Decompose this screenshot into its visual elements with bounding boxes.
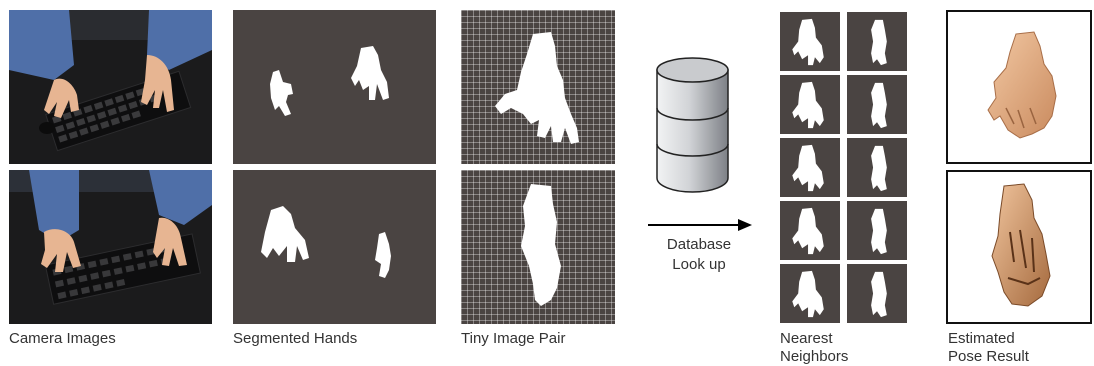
neighbor-thumbnail — [847, 264, 907, 323]
neighbor-thumbnail — [847, 201, 907, 260]
pose-result-bottom — [946, 170, 1092, 324]
segmented-hands-bottom — [233, 170, 436, 324]
right-arrow-icon — [648, 217, 752, 233]
caption-estimated-line1: Estimated — [948, 330, 1015, 347]
caption-estimated-line2: Pose Result — [948, 348, 1029, 365]
segmented-hands-top — [233, 10, 436, 164]
neighbor-thumbnail — [847, 75, 907, 134]
caption-camera-images: Camera Images — [9, 330, 116, 347]
neighbor-thumbnail — [847, 138, 907, 197]
neighbor-thumbnail — [780, 75, 840, 134]
neighbor-thumbnail — [780, 201, 840, 260]
arrow-label-line2: Look up — [672, 256, 726, 273]
tiny-image-bottom — [461, 170, 615, 324]
neighbor-thumbnail — [780, 12, 840, 71]
caption-nearest-line1: Nearest — [780, 330, 833, 347]
caption-segmented-hands: Segmented Hands — [233, 330, 358, 347]
neighbor-thumbnail — [780, 264, 840, 323]
caption-nearest-line2: Neighbors — [780, 348, 849, 365]
neighbor-thumbnail — [780, 138, 840, 197]
pose-result-top — [946, 10, 1092, 164]
caption-tiny-image-pair: Tiny Image Pair — [461, 330, 566, 347]
tiny-image-top — [461, 10, 615, 164]
arrow-label-line1: Database — [666, 236, 732, 253]
camera-image-bottom — [9, 170, 212, 324]
database-icon — [655, 56, 730, 194]
camera-image-top — [9, 10, 212, 164]
neighbor-thumbnail — [847, 12, 907, 71]
nearest-neighbors-grid — [780, 12, 907, 324]
